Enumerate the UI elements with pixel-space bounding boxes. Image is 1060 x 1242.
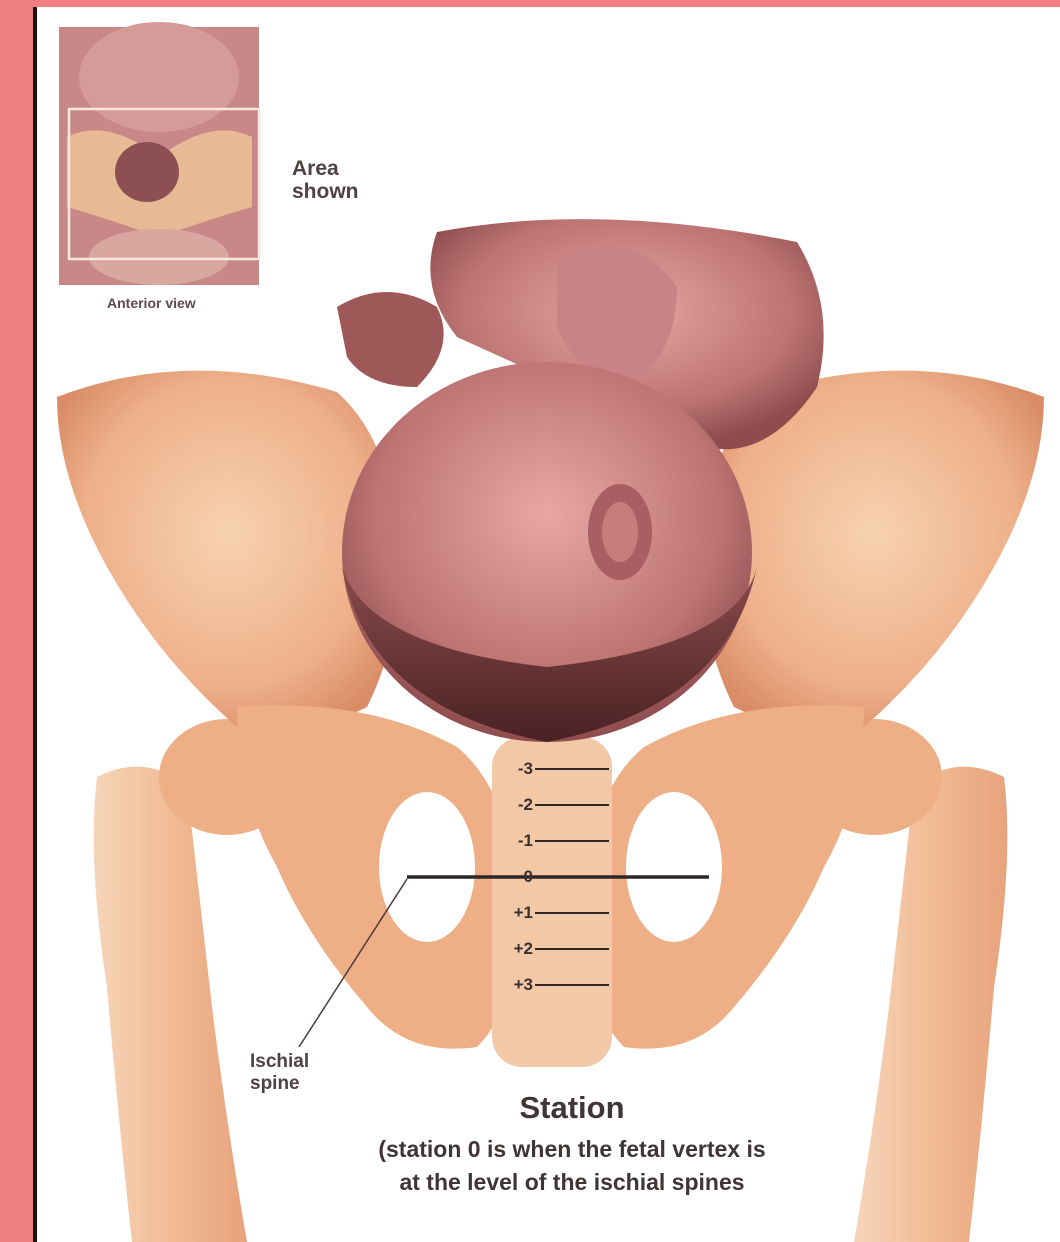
station-mark-minus-3: -3 [491,759,533,779]
inset-caption: Anterior view [107,295,196,311]
diagram-frame: Area shown Anterior view -3 -2 -1 0 +1 +… [33,7,1060,1242]
inset-thumbnail [59,22,259,285]
station-mark-minus-2: -2 [491,795,533,815]
station-title: Station [437,1090,707,1126]
station-description: (station 0 is when the fetal vertex is a… [367,1133,777,1199]
pelvis-fetal-head-illustration [37,7,1060,1242]
station-mark-0: 0 [491,867,533,887]
station-mark-plus-1: +1 [491,903,533,923]
area-shown-label: Area shown [292,157,382,203]
station-mark-minus-1: -1 [491,831,533,851]
station-mark-plus-2: +2 [491,939,533,959]
station-mark-plus-3: +3 [491,975,533,995]
ischial-spine-label: Ischial spine [250,1051,330,1095]
